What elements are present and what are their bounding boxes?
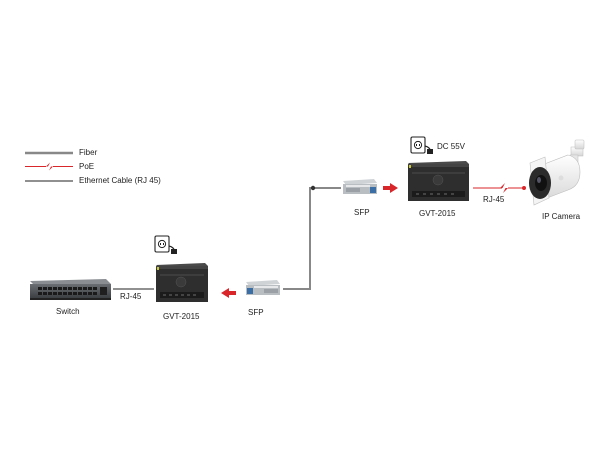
ip-camera-label: IP Camera (542, 212, 581, 221)
dc-power-label: DC 55V (437, 142, 466, 151)
gvt-right-label: GVT-2015 (419, 209, 456, 218)
rj45-left-label: RJ-45 (120, 292, 142, 301)
power-adapter-left-icon (154, 235, 177, 254)
gvt-left-label: GVT-2015 (163, 312, 200, 321)
switch-label: Switch (56, 307, 80, 316)
legend-poe-line (25, 162, 73, 171)
fiber-cable (283, 187, 341, 290)
sfp-left-module (246, 280, 280, 295)
legend-fiber-label: Fiber (79, 148, 98, 157)
rj45-right-label: RJ-45 (483, 195, 505, 204)
switch-device (30, 279, 111, 300)
legend-poe-label: PoE (79, 162, 95, 171)
legend (25, 151, 73, 182)
gvt-2015-right-device (408, 161, 469, 201)
fiber-endpoint-dot (310, 185, 316, 191)
power-adapter-right-icon (410, 136, 433, 154)
sfp-right-label: SFP (354, 208, 370, 217)
arrow-left-icon (221, 288, 236, 298)
sfp-left-label: SFP (248, 308, 264, 317)
gvt-2015-left-device (156, 263, 208, 302)
arrow-right-icon (383, 183, 398, 193)
legend-ethernet-label: Ethernet Cable (RJ 45) (79, 176, 161, 185)
poe-cable (473, 183, 526, 193)
sfp-right-module (343, 179, 377, 194)
ip-camera-device (529, 139, 585, 206)
